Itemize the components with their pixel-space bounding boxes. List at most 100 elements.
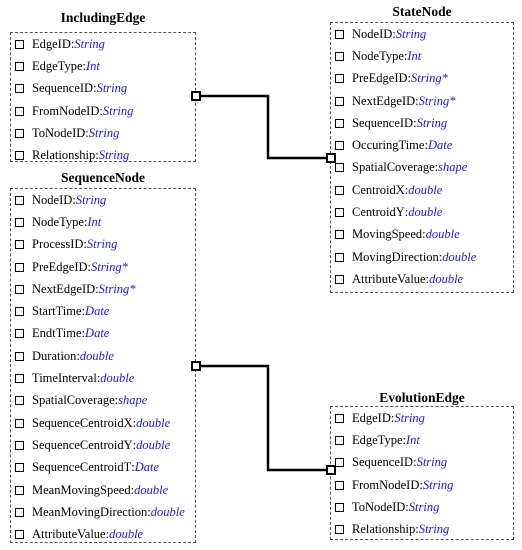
attribute-name: ToNodeID [32,125,86,140]
entity-title: StateNode [392,4,452,19]
attribute-type: Int [405,432,420,447]
checkbox-icon [335,51,344,61]
attribute-separator: : [95,148,99,163]
attribute-separator: : [87,259,92,274]
attribute-type: double [136,415,171,430]
attribute-row: EndtTime:Date [11,323,195,345]
attribute-type: String [102,103,134,118]
attribute-name: NodeType [32,214,84,229]
attribute-row: Relationship:String [331,518,513,540]
attribute-separator: : [407,71,412,86]
attribute-row: EdgeID:String [331,407,513,429]
attribute-separator: : [434,160,439,175]
attribute-type: String [408,499,440,514]
attribute-row: SpatialCoverage:shape [11,390,195,412]
attribute-name: NextEdgeID [352,93,416,108]
attribute-name: AttributeValue [32,527,106,542]
attribute-type: shape [118,393,148,408]
checkbox-icon [335,208,344,218]
attribute-row: TimeInterval:double [11,367,195,389]
attribute-type: double [150,504,185,519]
checkbox-icon [335,480,344,490]
checkbox-icon [335,118,344,128]
attribute-name: EdgeID [32,36,71,51]
attribute-row: MovingDirection:double [331,246,513,268]
attribute-separator: : [83,237,87,252]
attribute-separator: : [425,271,430,286]
attribute-separator: : [402,432,406,447]
attribute-name: FromNodeID [32,103,100,118]
attribute-name: NodeID [352,26,393,41]
connector-end-sequence [191,361,201,371]
attribute-type: shape [438,160,468,175]
attribute-row: Relationship:String [11,144,195,166]
attribute-row: SpatialCoverage:shape [331,157,513,179]
attribute-separator: : [70,36,75,51]
checkbox-icon [335,74,344,84]
attribute-row: NextEdgeID:String* [11,278,195,300]
attribute-name: EdgeType [352,432,403,447]
checkbox-icon [15,530,24,540]
attribute-type: double [408,182,443,197]
attribute-name: PreEdgeID [32,259,88,274]
attribute-name: Relationship [352,522,416,537]
attribute-name: NodeType [352,48,404,63]
connector-end-state [326,153,336,163]
checkbox-icon [335,185,344,195]
attribute-row: OccuringTime:Date [331,134,513,156]
attribute-separator: : [415,93,419,108]
attribute-type: Int [85,58,100,73]
checkbox-icon [15,396,24,406]
checkbox-icon [335,96,344,106]
attribute-separator: : [82,58,86,73]
checkbox-icon [15,84,24,94]
checkbox-icon [15,240,24,250]
attribute-row: FromNodeID:String [331,474,513,496]
attribute-type: double [442,249,477,264]
attribute-type: double [425,227,460,242]
attribute-separator: : [404,182,409,197]
attribute-separator: : [390,410,395,425]
attribute-name: AttributeValue [352,271,426,286]
attribute-type: String* [411,71,448,86]
attribute-name: TimeInterval [32,371,97,386]
attribute-separator: : [72,192,76,207]
attribute-row: FromNodeID:String [11,100,195,122]
attribute-type: double [134,482,169,497]
attribute-separator: : [424,138,428,153]
checkbox-icon [15,151,24,161]
attribute-type: String [75,192,107,207]
attribute-name: SequenceCentroidX [32,415,133,430]
attribute-separator: : [99,103,103,118]
attribute-row: NodeID:String [331,23,513,45]
attribute-row: CentroidY:double [331,201,513,223]
checkbox-icon [335,502,344,512]
attribute-separator: : [392,26,396,41]
attribute-row: MovingSpeed:double [331,224,513,246]
connector-end-evolution [326,465,336,475]
attribute-type: String [394,410,425,425]
attribute-type: String [416,455,448,470]
attribute-type: String* [418,93,456,108]
checkbox-icon [15,418,24,428]
attribute-row: MeanMovingSpeed:double [11,479,195,501]
entity-title: SequenceNode [61,170,145,185]
attribute-name: OccuringTime [352,138,425,153]
checkbox-icon [15,39,24,49]
attribute-row: EdgeID:String [11,33,195,55]
attribute-separator: : [419,477,423,492]
checkbox-icon [15,329,24,339]
attribute-name: CentroidX [352,182,405,197]
checkbox-icon [335,525,344,535]
attribute-type: double [109,527,144,542]
attribute-name: MovingSpeed [352,227,423,242]
attribute-separator: : [130,482,135,497]
attribute-separator: : [131,460,135,475]
attribute-row: Duration:double [11,345,195,367]
attribute-row: PreEdgeID:String* [331,68,513,90]
attribute-type: String [74,36,105,51]
